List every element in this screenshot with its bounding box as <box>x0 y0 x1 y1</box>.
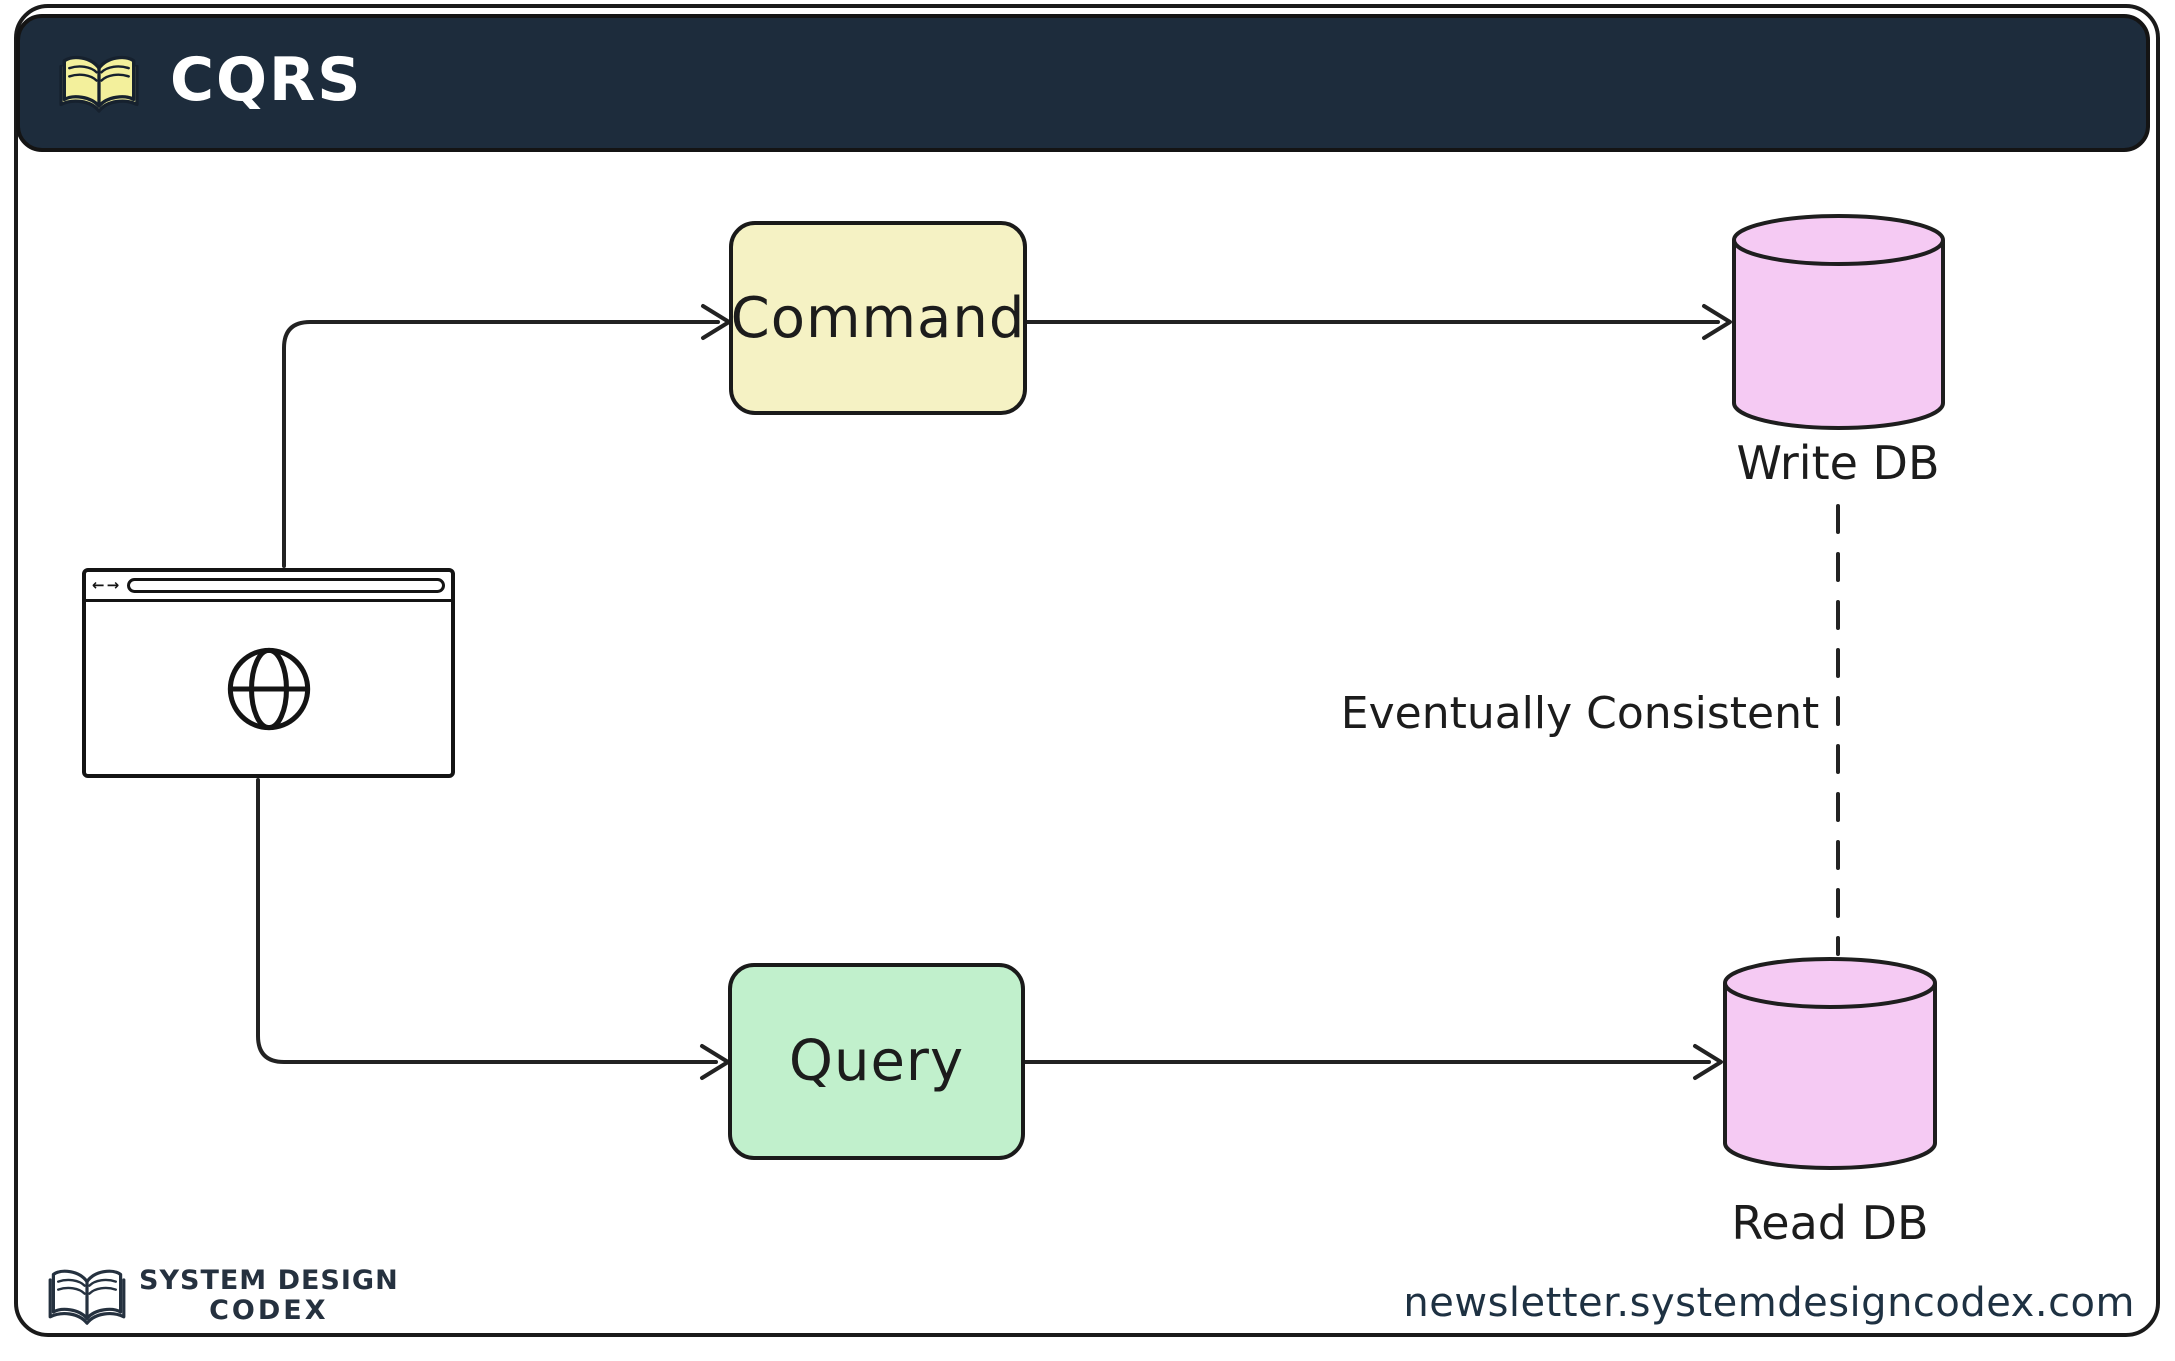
browser-toolbar: ← → <box>86 572 451 602</box>
arrowhead-readdb <box>1693 1044 1723 1080</box>
forward-icon: → <box>106 576 120 594</box>
read-db-cylinder <box>1723 957 1937 1170</box>
back-icon: ← <box>92 576 105 594</box>
globe-icon <box>227 647 310 730</box>
edge-browser-to-command <box>282 320 720 568</box>
book-icon <box>59 55 139 113</box>
browser-window: ← → <box>82 568 455 778</box>
brand-logo: SYSTEM DESIGN CODEX <box>45 1262 409 1330</box>
query-node <box>728 963 1025 1160</box>
outer-frame <box>14 4 2160 1337</box>
write-db-cylinder <box>1732 214 1945 430</box>
brand-name-line1: SYSTEM DESIGN <box>139 1264 399 1296</box>
url-bar <box>127 578 445 593</box>
brand-book-icon <box>48 1269 126 1325</box>
header-bar: CQRS <box>16 14 2150 152</box>
command-node <box>729 221 1027 415</box>
brand-name-line2: CODEX <box>209 1295 329 1326</box>
website-link: newsletter.systemdesigncodex.com <box>1403 1280 2135 1326</box>
arrowhead-writedb <box>1702 304 1732 340</box>
edge-browser-to-query <box>256 778 718 1064</box>
eventually-consistent-label: Eventually Consistent <box>1340 688 1820 739</box>
page-title: CQRS <box>170 45 363 115</box>
